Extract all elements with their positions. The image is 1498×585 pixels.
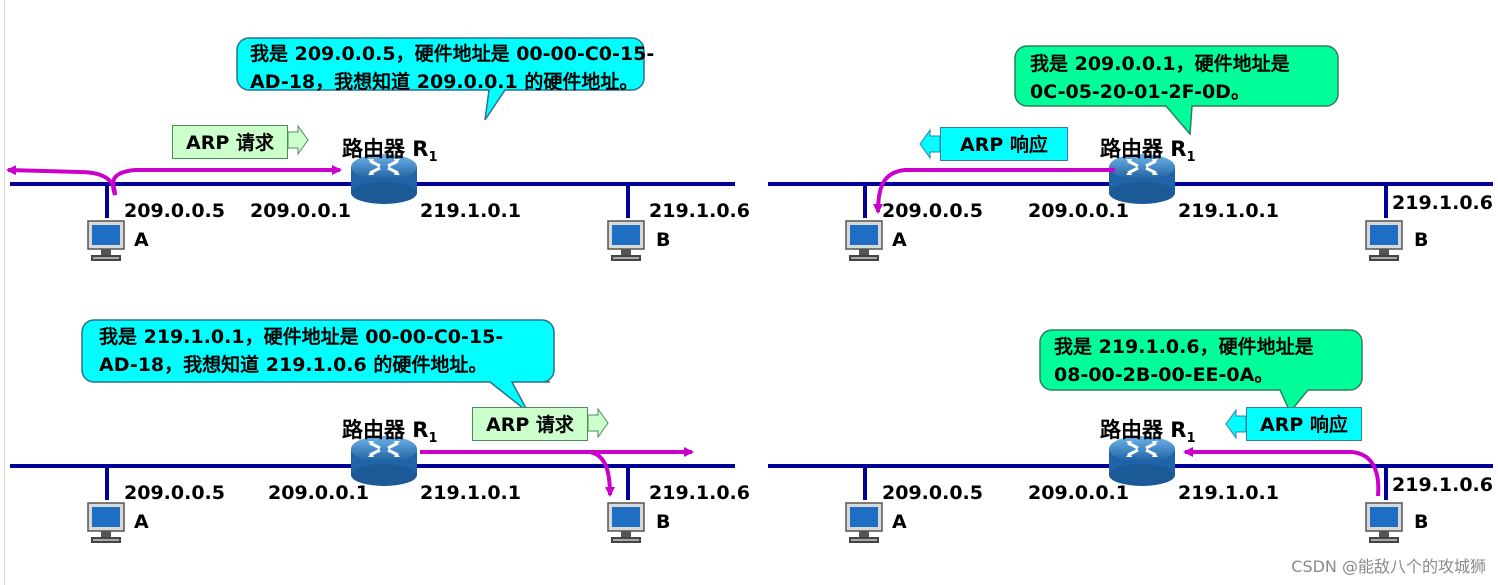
host-a-label: A (892, 511, 907, 533)
watermark: CSDN @能敌八个的攻城狮 (1291, 557, 1486, 576)
ip-router-left: 209.0.0.1 (1028, 200, 1129, 222)
router-label: 路由器 R1 (342, 414, 438, 446)
arp-request-tag: ARP 请求 (172, 125, 288, 159)
bubble-line-1: 我是 209.0.0.5，硬件地址是 00-00-C0-15- (250, 43, 655, 65)
router-title-text: 路由器 R (1100, 418, 1187, 442)
bubble-line-2: 08-00-2B-00-EE-0A。 (1054, 364, 1274, 386)
router-title-text: 路由器 R (342, 137, 429, 161)
router-subscript: 1 (1186, 431, 1196, 447)
host-a-label: A (134, 229, 149, 251)
arp-response-tag: ARP 响应 (1246, 407, 1362, 441)
ip-router-right: 219.1.0.1 (1178, 200, 1279, 222)
flow-arrow-left (6, 165, 117, 196)
computer-a-icon (87, 502, 125, 544)
speech-bubble (1039, 329, 1363, 414)
router-title-text: 路由器 R (342, 418, 429, 442)
computer-b-icon (607, 220, 645, 262)
ip-router-right: 219.1.0.1 (1178, 482, 1279, 504)
tag-arrow-right-icon (287, 124, 309, 156)
panel-bottom-right (768, 329, 1493, 544)
router-label: 路由器 R1 (1100, 133, 1196, 165)
computer-a-icon (845, 220, 883, 262)
router-subscript: 1 (1186, 150, 1196, 166)
ip-host-a: 209.0.0.5 (882, 200, 983, 222)
ip-host-a: 209.0.0.5 (882, 482, 983, 504)
host-a-label: A (892, 229, 907, 251)
ip-host-b: 219.1.0.6 (1392, 474, 1493, 496)
speech-bubble (236, 37, 645, 121)
tag-arrow-right-icon (587, 407, 609, 439)
computer-a-icon (87, 220, 125, 262)
ip-router-left: 209.0.0.1 (250, 200, 351, 222)
flow-arrow-return (873, 168, 1115, 214)
ip-host-b: 219.1.0.6 (649, 200, 750, 222)
host-b-label: B (1414, 229, 1429, 251)
bubble-line-2: AD-18，我想知道 219.1.0.6 的硬件地址。 (99, 354, 488, 376)
router-label: 路由器 R1 (1100, 414, 1196, 446)
bubble-line-1: 我是 219.1.0.1，硬件地址是 00-00-C0-15- (99, 326, 504, 348)
host-b-label: B (1414, 511, 1429, 533)
router-title-text: 路由器 R (1100, 137, 1187, 161)
tag-arrow-left-icon (919, 128, 941, 160)
host-b-label: B (656, 511, 671, 533)
router-subscript: 1 (428, 150, 438, 166)
host-a-label: A (134, 511, 149, 533)
ip-host-a: 209.0.0.5 (124, 482, 225, 504)
ip-router-right: 219.1.0.1 (420, 200, 521, 222)
panel-top-left (6, 37, 735, 262)
ip-host-b: 219.1.0.6 (1392, 192, 1493, 214)
speech-bubble (1014, 45, 1339, 136)
computer-b-icon (607, 502, 645, 544)
tag-arrow-left-icon (1225, 408, 1247, 440)
left-edge-line (4, 0, 5, 585)
router-label: 路由器 R1 (342, 133, 438, 165)
bubble-line-1: 我是 219.1.0.6，硬件地址是 (1054, 336, 1314, 358)
panel-top-right (768, 45, 1493, 262)
computer-a-icon (845, 502, 883, 544)
router-subscript: 1 (428, 431, 438, 447)
ip-router-left: 209.0.0.1 (1028, 482, 1129, 504)
host-b-label: B (656, 229, 671, 251)
speech-bubble (81, 319, 555, 413)
ip-router-left: 209.0.0.1 (268, 482, 369, 504)
flow-arrow-left (1183, 447, 1381, 497)
arp-request-tag: ARP 请求 (472, 407, 588, 441)
bubble-line-2: 0C-05-20-01-2F-0D。 (1030, 81, 1250, 103)
arp-response-tag: ARP 响应 (940, 127, 1068, 161)
computer-b-icon (1365, 220, 1403, 262)
ip-host-a: 209.0.0.5 (124, 200, 225, 222)
ip-router-right: 219.1.0.1 (420, 482, 521, 504)
bubble-line-1: 我是 209.0.0.1，硬件地址是 (1030, 53, 1290, 75)
ip-host-b: 219.1.0.6 (649, 482, 750, 504)
computer-b-icon (1365, 502, 1403, 544)
panel-bottom-left (10, 319, 735, 544)
bubble-line-2: AD-18，我想知道 209.0.0.1 的硬件地址。 (250, 71, 639, 93)
